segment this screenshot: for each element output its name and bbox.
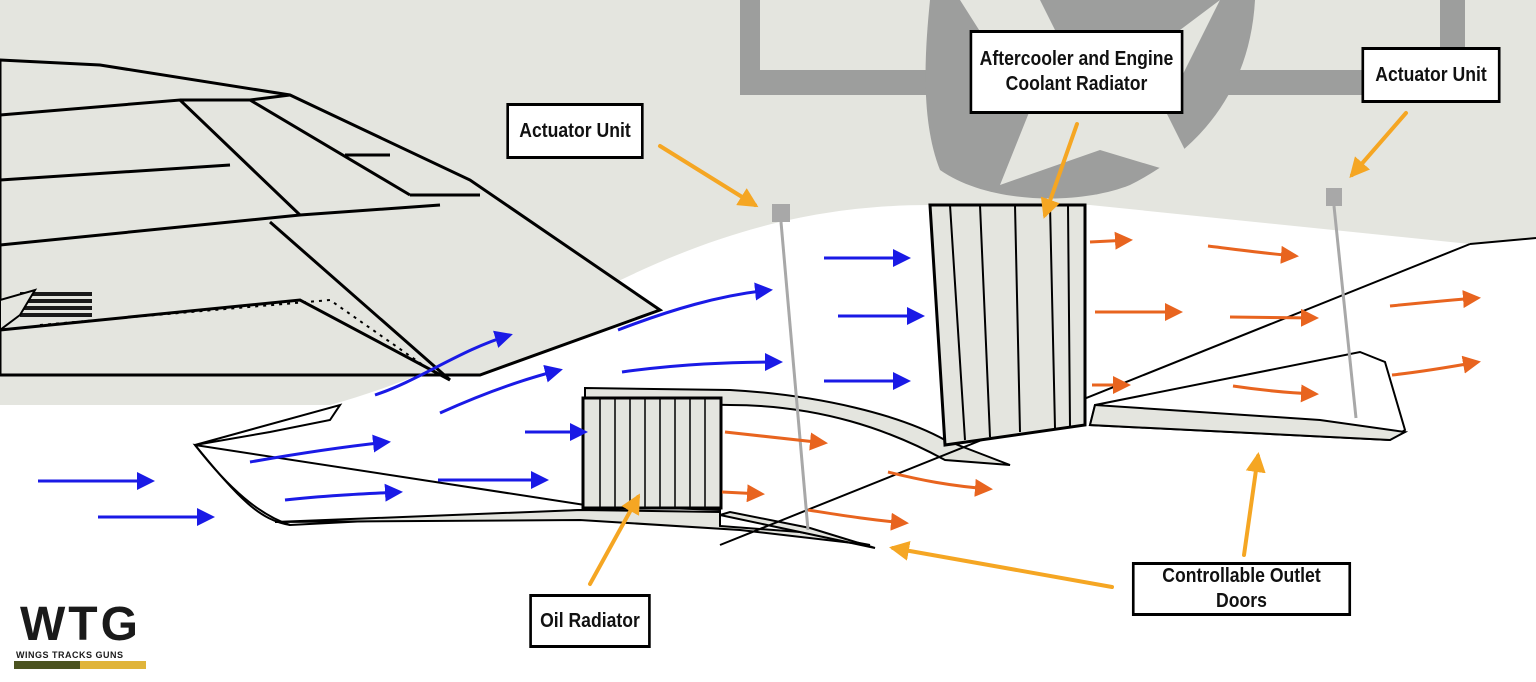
actuator-right — [1326, 188, 1358, 419]
label-text-line2: Coolant Radiator — [1005, 73, 1148, 95]
aftercooler-radiator — [928, 203, 1087, 447]
logo-subtitle: WINGS TRACKS GUNS — [16, 650, 124, 660]
exhaust-flow-arrow — [1089, 231, 1133, 250]
callout-arrow-oil-radiator — [588, 493, 640, 586]
label-actuator-unit-right: Actuator Unit — [1361, 47, 1501, 103]
exhaust-flow-arrow — [1391, 355, 1481, 377]
label-controllable-outlet-doors: Controllable Outlet Doors — [1131, 562, 1352, 616]
air-flow-arrow — [439, 364, 563, 415]
callout-arrow-doors-left — [889, 540, 1114, 589]
wtg-logo: WTG WINGS TRACKS GUNS — [14, 598, 146, 671]
cool-air-arrows — [38, 249, 925, 526]
exhaust-flow-arrow — [1389, 290, 1481, 309]
label-text: Oil Radiator — [540, 609, 640, 632]
air-flow-arrow — [249, 434, 391, 464]
label-aftercooler-radiator: Aftercooler and Engine Coolant Radiator — [969, 30, 1184, 114]
vent-slats — [0, 288, 92, 332]
label-text: Actuator Unit — [519, 119, 631, 142]
callout-arrow-doors-right — [1242, 452, 1266, 557]
air-flow-arrow — [621, 353, 783, 374]
exhaust-flow-arrow — [807, 508, 909, 531]
oil-radiator — [581, 396, 723, 510]
air-flow-arrow — [617, 282, 773, 332]
exhaust-flow-arrow — [721, 484, 765, 503]
logo-text: WTG — [20, 598, 141, 651]
logo-bar-gold — [80, 661, 146, 669]
callout-arrows — [588, 111, 1408, 589]
actuator-left — [772, 204, 810, 531]
exhaust-flow-arrow — [1207, 244, 1299, 264]
label-text-line1: Aftercooler and Engine — [979, 48, 1174, 70]
exhaust-flow-arrow — [887, 470, 993, 497]
callout-arrow-actuator-right — [1349, 111, 1408, 179]
label-actuator-unit-left: Actuator Unit — [506, 103, 644, 159]
label-oil-radiator: Oil Radiator — [529, 594, 651, 648]
hot-air-arrows — [721, 231, 1481, 531]
air-flow-arrow — [374, 330, 513, 397]
callout-arrow-actuator-left — [658, 144, 759, 208]
label-text: Actuator Unit — [1375, 63, 1487, 86]
air-flow-arrow — [284, 483, 403, 502]
exhaust-flow-arrow — [1229, 308, 1319, 327]
wing-panels — [0, 58, 664, 382]
logo-bar-olive — [14, 661, 80, 669]
exhaust-flow-arrow — [1232, 384, 1319, 403]
label-text: Controllable Outlet Doors — [1162, 565, 1321, 612]
callout-arrow-aftercooler — [1040, 122, 1079, 219]
exhaust-flow-arrow — [724, 430, 828, 451]
